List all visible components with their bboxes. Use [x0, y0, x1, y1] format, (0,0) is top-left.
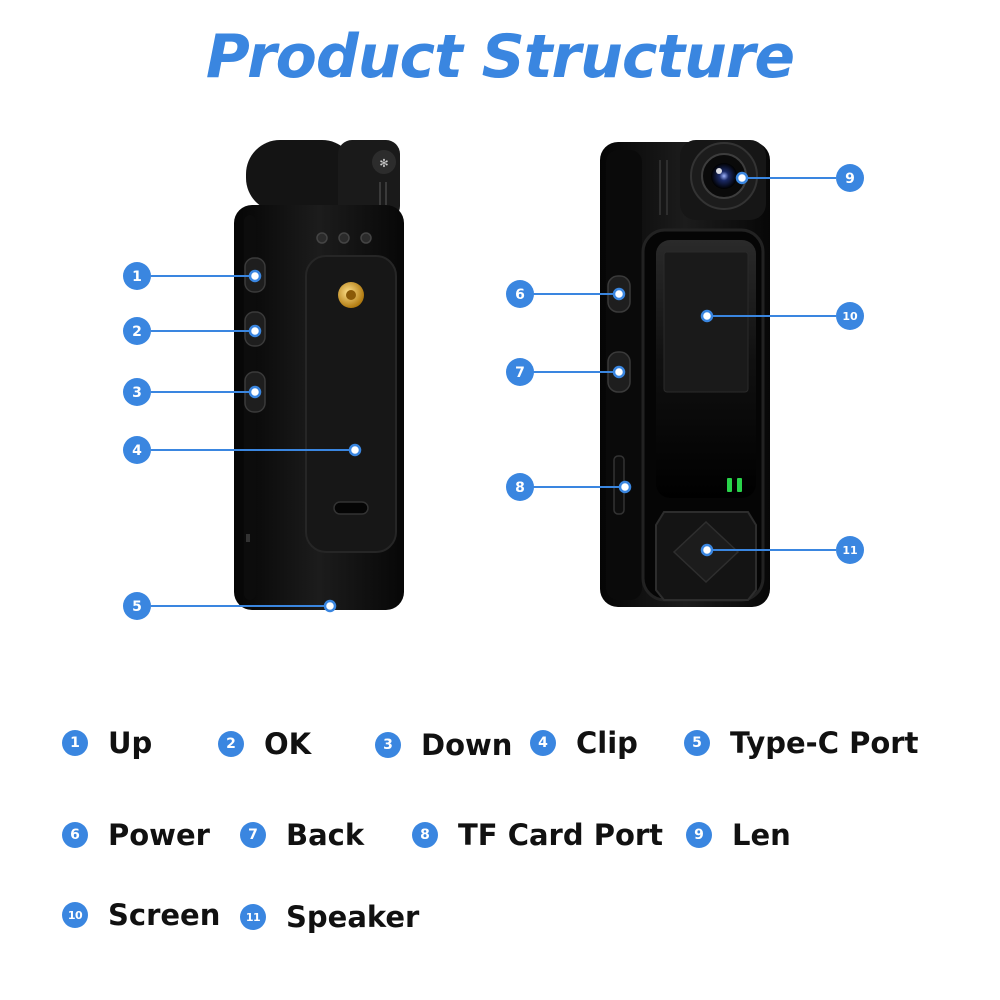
callout-number: 5: [132, 599, 142, 615]
legend-badge: 3: [375, 732, 401, 758]
legend-item-power: 6 Power: [62, 818, 210, 852]
callout-badge-3: 3: [123, 378, 151, 406]
legend-item-up: 1 Up: [62, 726, 152, 760]
legend-item-len: 9 Len: [686, 818, 791, 852]
legend-badge: 11: [240, 904, 266, 930]
callout-number: 10: [842, 310, 858, 323]
legend-item-type-c-port: 5 Type-C Port: [684, 726, 918, 760]
callout-badge-9: 9: [836, 164, 864, 192]
callout-badge-2: 2: [123, 317, 151, 345]
legend-label: Power: [108, 818, 210, 852]
callout-number: 9: [845, 171, 855, 187]
device-back-view: ✻: [234, 140, 404, 610]
legend-item-clip: 4 Clip: [530, 726, 638, 760]
callout-number: 7: [515, 365, 525, 381]
device-front-view: [600, 140, 770, 607]
legend-label: Speaker: [286, 900, 420, 934]
callout-badge-10: 10: [836, 302, 864, 330]
legend-label: Back: [286, 818, 365, 852]
product-diagram: ✻: [123, 140, 864, 620]
legend-item-down: 3 Down: [375, 728, 512, 762]
legend-item-ok: 2 OK: [218, 727, 311, 761]
legend-label: Type-C Port: [730, 726, 919, 760]
legend-badge: 5: [684, 730, 710, 756]
page-title: Product Structure: [205, 22, 795, 92]
callout-badge-7: 7: [506, 358, 534, 386]
callout-badge-4: 4: [123, 436, 151, 464]
callout-number: 11: [842, 544, 857, 557]
legend-label: Screen: [108, 898, 221, 932]
status-led: [727, 478, 732, 492]
svg-text:✻: ✻: [379, 157, 388, 170]
callout-number: 3: [132, 385, 142, 401]
legend-label: TF Card Port: [458, 818, 664, 852]
legend-label: OK: [264, 727, 312, 761]
lens: [711, 163, 737, 189]
legend-label: Clip: [576, 726, 638, 760]
legend-label: Up: [108, 726, 153, 760]
clip: [305, 255, 397, 553]
legend-item-tf-card-port: 8 TF Card Port: [412, 818, 663, 852]
callout-badge-6: 6: [506, 280, 534, 308]
callout-number: 8: [515, 480, 525, 496]
legend-badge: 1: [62, 730, 88, 756]
callout-badge-8: 8: [506, 473, 534, 501]
callout-badge-5: 5: [123, 592, 151, 620]
camera-barrel: [246, 140, 356, 212]
legend-badge: 9: [686, 822, 712, 848]
callout-number: 2: [132, 324, 142, 340]
legend-item-screen: 10 Screen: [62, 898, 220, 932]
legend-badge: 4: [530, 730, 556, 756]
legend-badge: 2: [218, 731, 244, 757]
legend-item-speaker: 11 Speaker: [240, 900, 419, 934]
callout-badge-11: 11: [836, 536, 864, 564]
callout-badge-1: 1: [123, 262, 151, 290]
legend-label: Len: [732, 818, 791, 852]
callout-number: 6: [515, 287, 525, 303]
callout-number: 4: [132, 443, 142, 459]
legend-badge: 7: [240, 822, 266, 848]
legend-item-back: 7 Back: [240, 818, 364, 852]
legend-badge: 8: [412, 822, 438, 848]
legend-badge: 10: [62, 902, 88, 928]
callout-lines: [151, 177, 836, 607]
callout-endpoints: [248, 171, 749, 613]
legend-badge: 6: [62, 822, 88, 848]
callout-number: 1: [132, 269, 142, 285]
legend-label: Down: [421, 728, 513, 762]
